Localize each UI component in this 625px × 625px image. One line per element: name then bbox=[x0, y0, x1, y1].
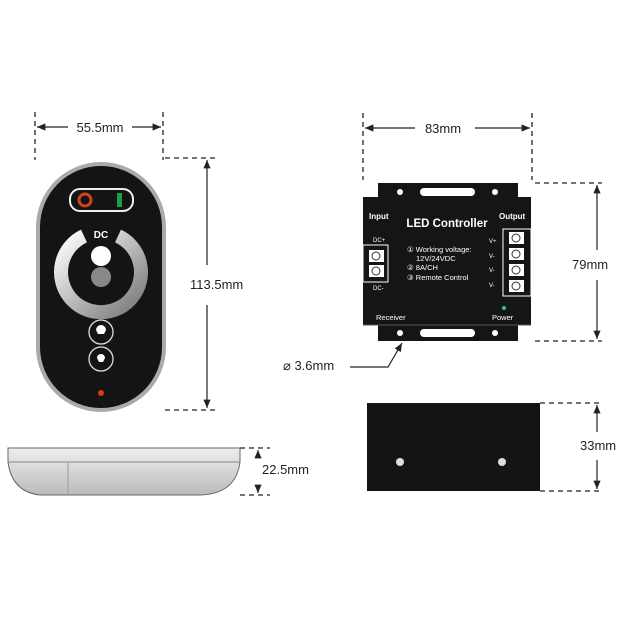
remote-label: DC bbox=[94, 230, 108, 241]
off-button[interactable] bbox=[91, 267, 111, 287]
dc-plus-label: DC+ bbox=[373, 238, 386, 244]
hole-diameter-callout: ⌀ 3.6mm bbox=[283, 342, 403, 373]
touch-ring[interactable] bbox=[54, 229, 148, 320]
spec-line: ① Working voltage: bbox=[407, 245, 472, 254]
output-terminal[interactable] bbox=[502, 228, 532, 297]
toggle-switch[interactable] bbox=[69, 188, 134, 212]
controller-width-label: 83mm bbox=[425, 121, 461, 136]
on-button[interactable] bbox=[91, 246, 111, 266]
remote-width-label: 55.5mm bbox=[77, 120, 124, 135]
power-led bbox=[502, 306, 506, 310]
bulb-dim-icon bbox=[97, 354, 105, 362]
receiver-label: Receiver bbox=[376, 313, 406, 322]
screw-icon bbox=[498, 458, 506, 466]
brightness-up-button[interactable] bbox=[88, 319, 114, 345]
v-label: V+ bbox=[489, 239, 497, 245]
indicator-led bbox=[98, 390, 104, 396]
v-label: V- bbox=[489, 254, 495, 260]
hole-diameter-label: ⌀ 3.6mm bbox=[283, 358, 334, 373]
controller-width-dimension: 83mm bbox=[362, 113, 533, 180]
v-label: V- bbox=[489, 268, 495, 274]
power-on-icon bbox=[117, 193, 122, 207]
screw-icon bbox=[396, 458, 404, 466]
power-label: Power bbox=[492, 313, 514, 322]
bulb-bright-icon bbox=[96, 325, 106, 334]
spec-line: ② 8A/CH bbox=[407, 263, 438, 272]
controller-height-dimension: 79mm bbox=[535, 182, 608, 342]
remote-height-dimension: 113.5mm bbox=[165, 157, 243, 411]
v-label: V- bbox=[489, 283, 495, 289]
spec-line: ③ Remote Control bbox=[407, 273, 469, 282]
controller-side-view: 33mm bbox=[367, 402, 616, 492]
brightness-down-button[interactable] bbox=[88, 346, 114, 372]
controller-height-label: 79mm bbox=[572, 257, 608, 272]
remote-width-dimension: 55.5mm bbox=[34, 112, 164, 160]
controller-depth-label: 33mm bbox=[580, 438, 616, 453]
input-label: Input bbox=[369, 212, 389, 221]
input-terminal[interactable] bbox=[362, 244, 389, 283]
controller-top-view: Input Output LED Controller DC+ DC- ① Wo… bbox=[362, 183, 532, 341]
remote-thickness-label: 22.5mm bbox=[262, 462, 309, 477]
spec-line: 12V/24VDC bbox=[416, 254, 456, 263]
output-label: Output bbox=[499, 212, 526, 221]
dc-minus-label: DC- bbox=[373, 286, 384, 292]
power-off-icon bbox=[77, 192, 93, 208]
remote-height-label: 113.5mm bbox=[190, 277, 243, 292]
remote-side-view: 22.5mm bbox=[7, 447, 309, 496]
remote-front-view: DC bbox=[36, 162, 166, 412]
controller-title: LED Controller bbox=[406, 218, 488, 230]
